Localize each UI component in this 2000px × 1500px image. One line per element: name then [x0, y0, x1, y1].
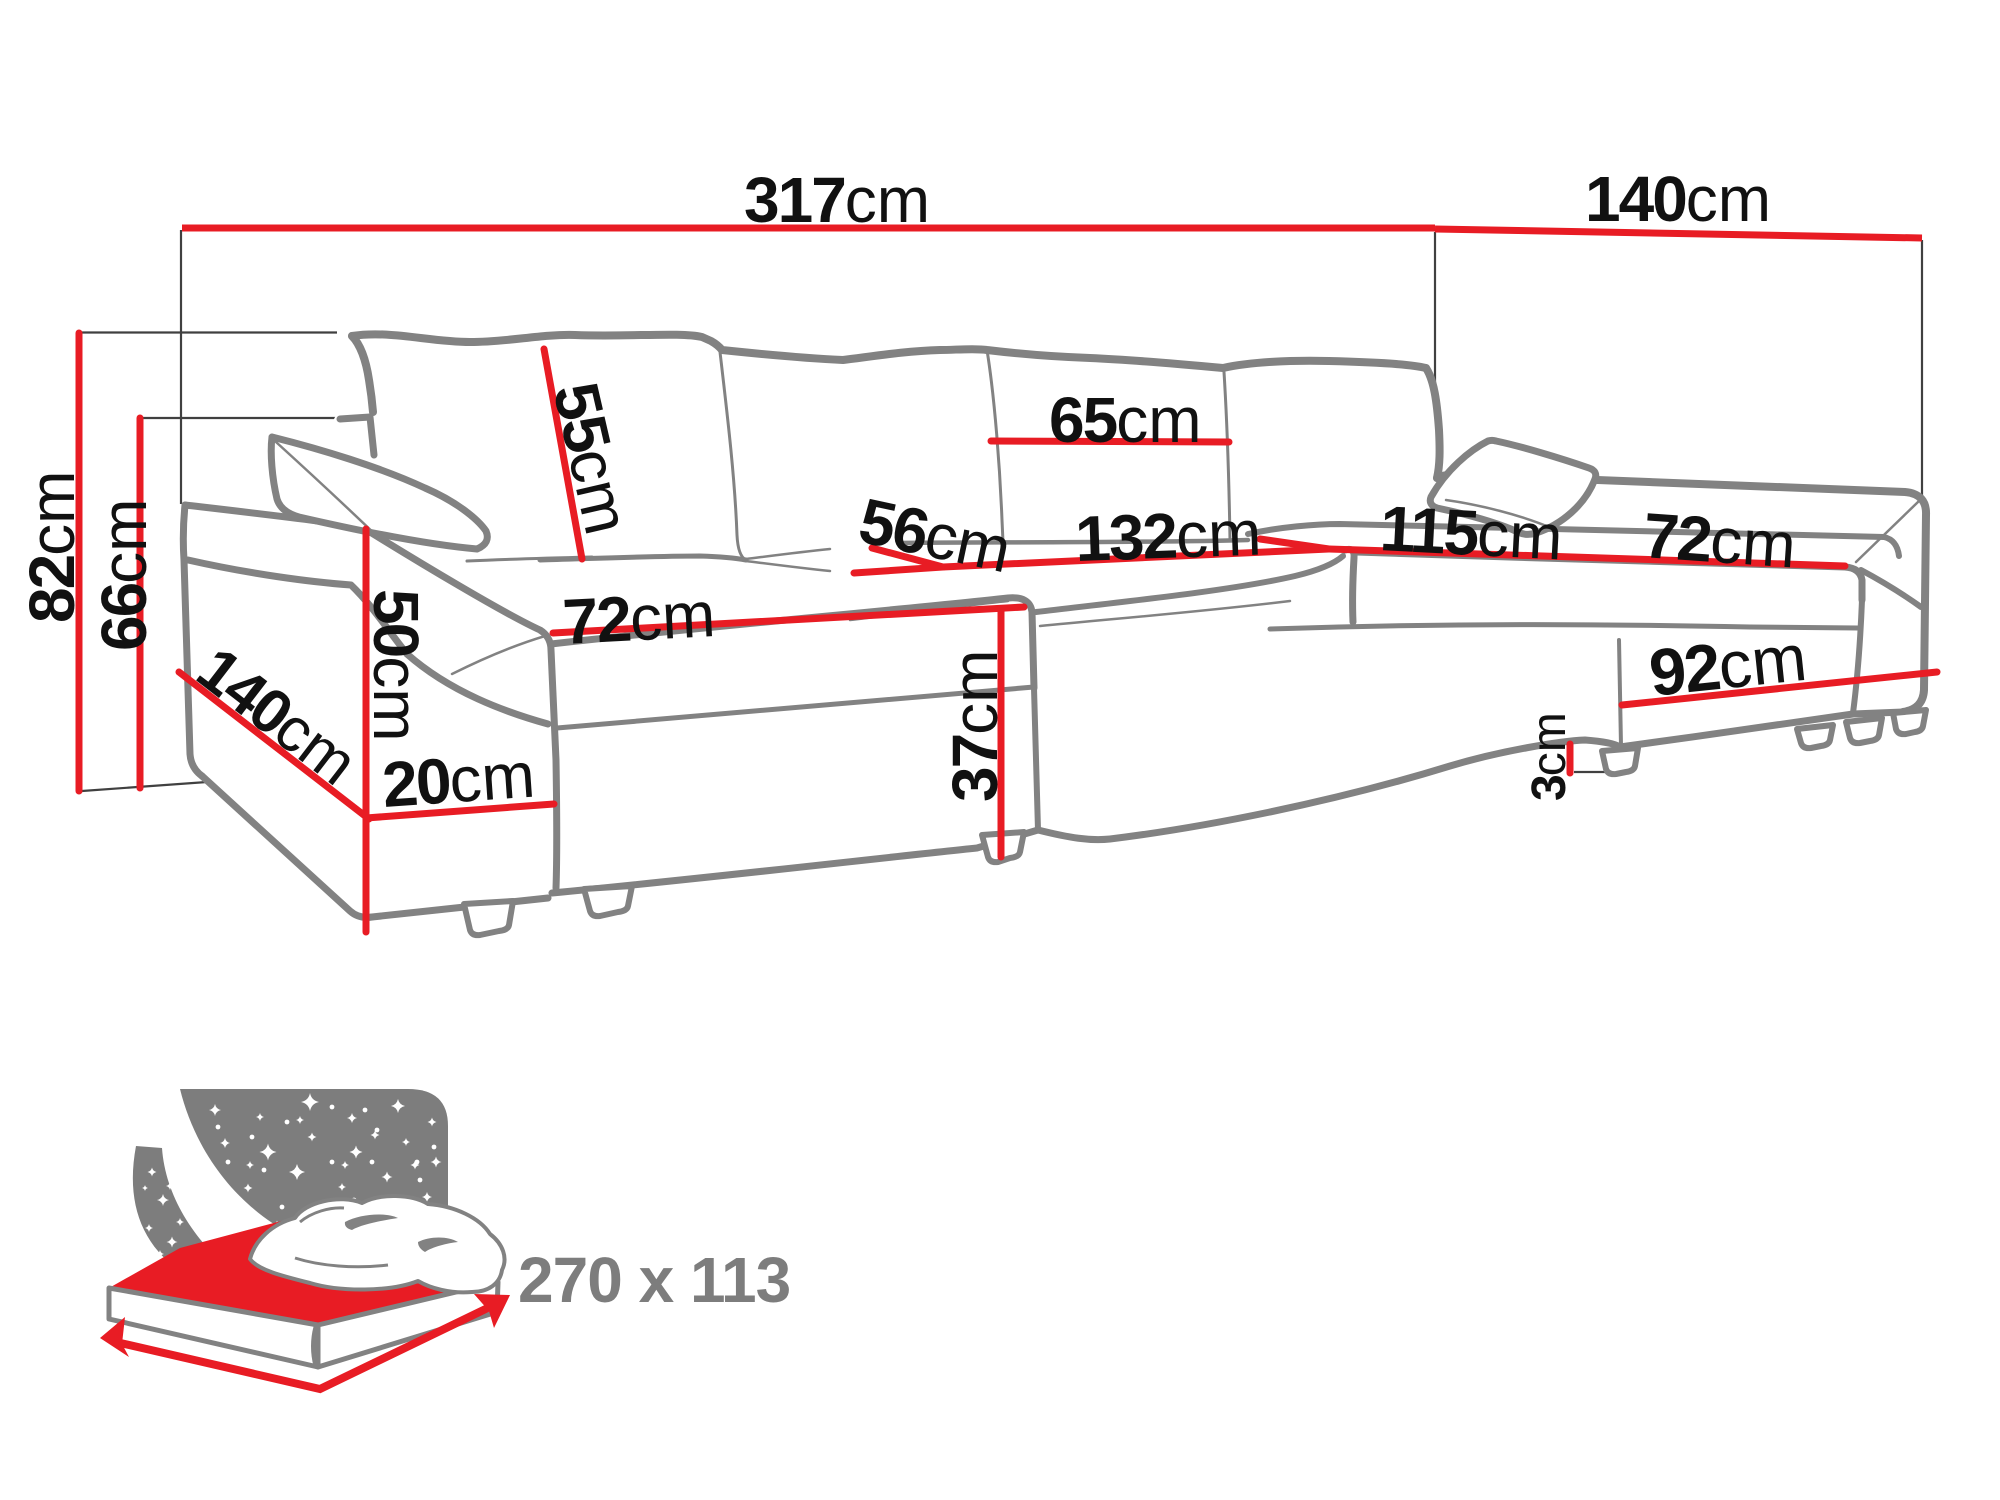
svg-text:20cm: 20cm: [380, 739, 537, 821]
svg-text:270 x 113: 270 x 113: [518, 1244, 790, 1316]
svg-text:65cm: 65cm: [1049, 384, 1202, 456]
svg-text:66cm: 66cm: [88, 499, 160, 652]
svg-text:140cm: 140cm: [1585, 163, 1771, 235]
svg-text:72cm: 72cm: [561, 578, 717, 658]
svg-text:317cm: 317cm: [744, 164, 930, 236]
svg-text:37cm: 37cm: [939, 650, 1011, 803]
svg-text:56cm: 56cm: [853, 484, 1017, 586]
svg-text:115cm: 115cm: [1378, 492, 1564, 573]
svg-text:3cm: 3cm: [1523, 712, 1576, 801]
svg-text:132cm: 132cm: [1074, 497, 1262, 575]
svg-text:92cm: 92cm: [1646, 620, 1810, 710]
svg-text:55cm: 55cm: [539, 376, 643, 541]
svg-text:50cm: 50cm: [360, 589, 432, 742]
svg-text:72cm: 72cm: [1641, 499, 1798, 581]
svg-text:82cm: 82cm: [16, 471, 88, 624]
